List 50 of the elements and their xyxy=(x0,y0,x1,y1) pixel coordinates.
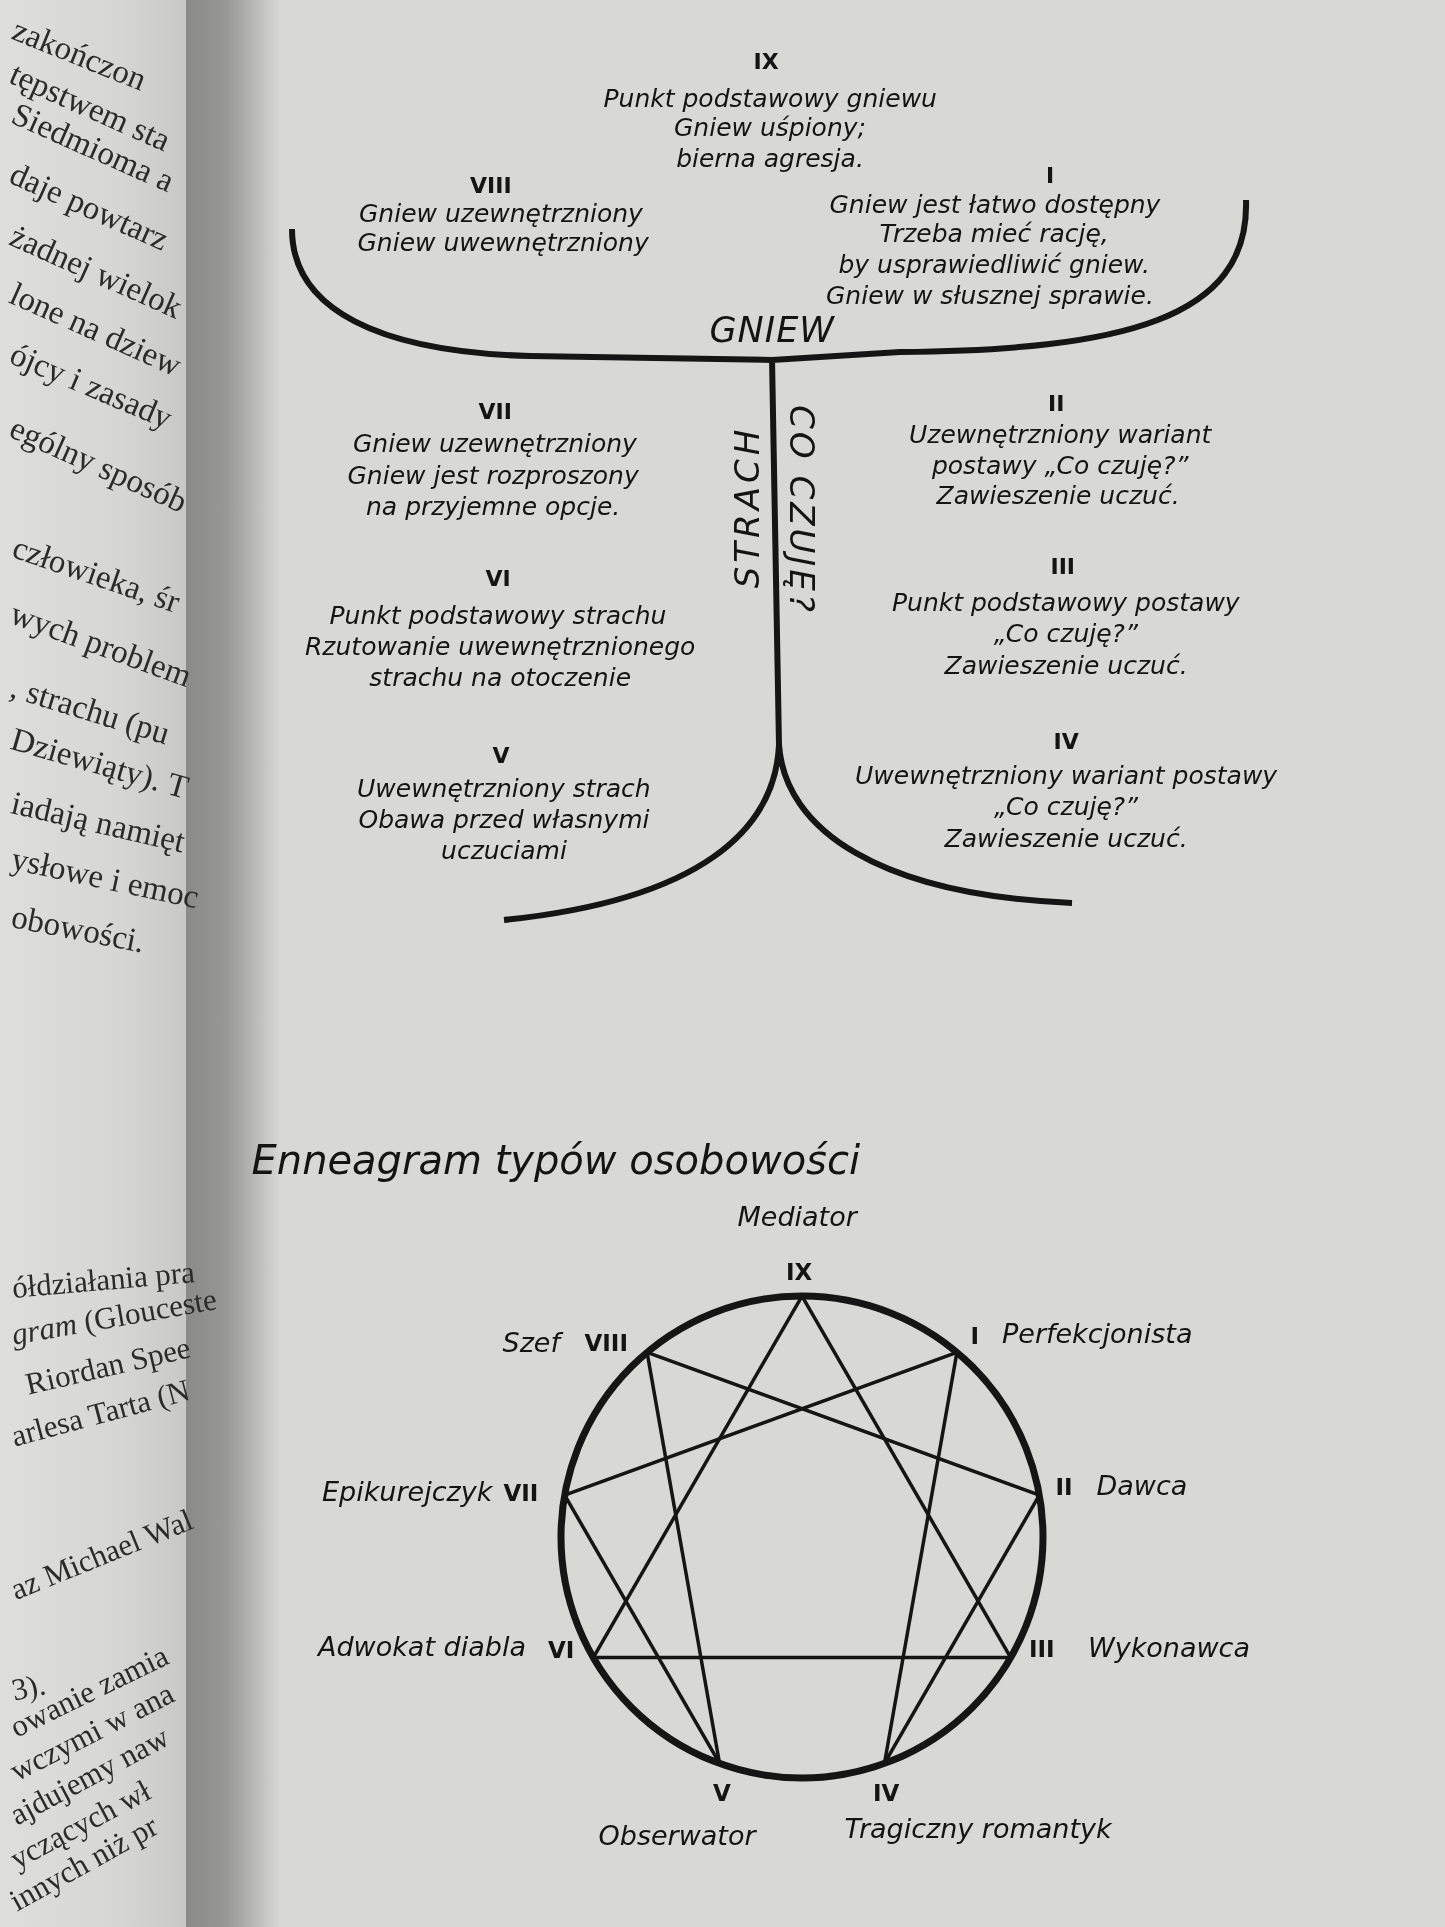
roman-numeral: II xyxy=(1048,391,1065,417)
type-name: Obserwator xyxy=(598,1820,756,1852)
type-description: Trzeba mieć rację, by usprawiedliwić gniew. xyxy=(838,218,1150,280)
type-description: Uwewnętrzniony strach xyxy=(357,772,651,804)
roman-numeral: VIII xyxy=(470,173,512,199)
type-name: Mediator xyxy=(737,1201,857,1233)
type-description: Gniew jest rozproszony na przyjemne opcje. xyxy=(347,460,639,522)
roman-numeral: III xyxy=(1050,554,1076,580)
type-description: Gniew jest łatwo dostępny xyxy=(829,188,1161,220)
roman-numeral: V xyxy=(492,743,510,769)
type-name: Adwokat diabla xyxy=(318,1631,526,1663)
type-name: Epikurejczyk xyxy=(322,1476,493,1508)
type-description: Gniew uzewnętrzniony xyxy=(359,197,643,229)
type-description: Gniew uzewnętrzniony xyxy=(353,427,637,459)
type-description: Obawa przed własnymi uczuciami xyxy=(358,804,650,866)
roman-numeral: IX xyxy=(786,1258,813,1286)
branch-label: STRACH xyxy=(729,425,764,589)
type-description: Gniew w słusznej sprawie. xyxy=(826,279,1154,311)
type-name: Dawca xyxy=(1096,1470,1188,1502)
type-description: Uzewnętrzniony wariant postawy „Co czuję?” xyxy=(909,419,1212,481)
type-description: Gniew uśpiony; bierna agresja. xyxy=(674,112,866,174)
roman-numeral: I xyxy=(1046,163,1055,189)
roman-numeral: VIII xyxy=(584,1329,628,1357)
roman-numeral: V xyxy=(713,1779,731,1807)
roman-numeral: VI xyxy=(485,566,511,592)
branch-label: GNIEW xyxy=(709,310,835,350)
roman-numeral: VII xyxy=(478,399,512,425)
type-description: Uwewnętrzniony wariant postawy „Co czuję?” xyxy=(855,760,1278,822)
type-description: Punkt podstawowy strachu xyxy=(329,599,667,631)
roman-numeral: II xyxy=(1055,1473,1073,1501)
type-description: Zawieszenie uczuć. xyxy=(944,822,1188,854)
type-description: Gniew uwewnętrzniony xyxy=(357,227,649,258)
roman-numeral: IV xyxy=(873,1779,900,1807)
roman-numeral: IX xyxy=(753,49,779,75)
roman-numeral: VII xyxy=(503,1479,539,1507)
type-name: Tragiczny romantyk xyxy=(844,1813,1112,1845)
roman-numeral: I xyxy=(970,1322,980,1350)
type-name: Perfekcjonista xyxy=(1002,1318,1193,1350)
figure-heading: Enneagram typów osobowości xyxy=(251,1137,861,1183)
roman-numeral: IV xyxy=(1053,729,1079,755)
roman-numeral: III xyxy=(1029,1635,1055,1663)
branch-label: CO CZUJĘ? xyxy=(784,405,819,615)
type-description: Zawieszenie uczuć. xyxy=(936,479,1180,511)
type-name: Wykonawca xyxy=(1088,1632,1250,1664)
roman-numeral: VI xyxy=(548,1636,575,1664)
type-description: Zawieszenie uczuć. xyxy=(944,649,1188,681)
page-text-fragment: obowości. xyxy=(8,899,148,959)
type-description: Punkt podstawowy gniewu xyxy=(603,82,937,114)
type-description: Rzutowanie uwewnętrznionego strachu na otoczenie xyxy=(305,631,696,693)
type-description: Punkt podstawowy postawy „Co czuję?” xyxy=(892,587,1240,649)
